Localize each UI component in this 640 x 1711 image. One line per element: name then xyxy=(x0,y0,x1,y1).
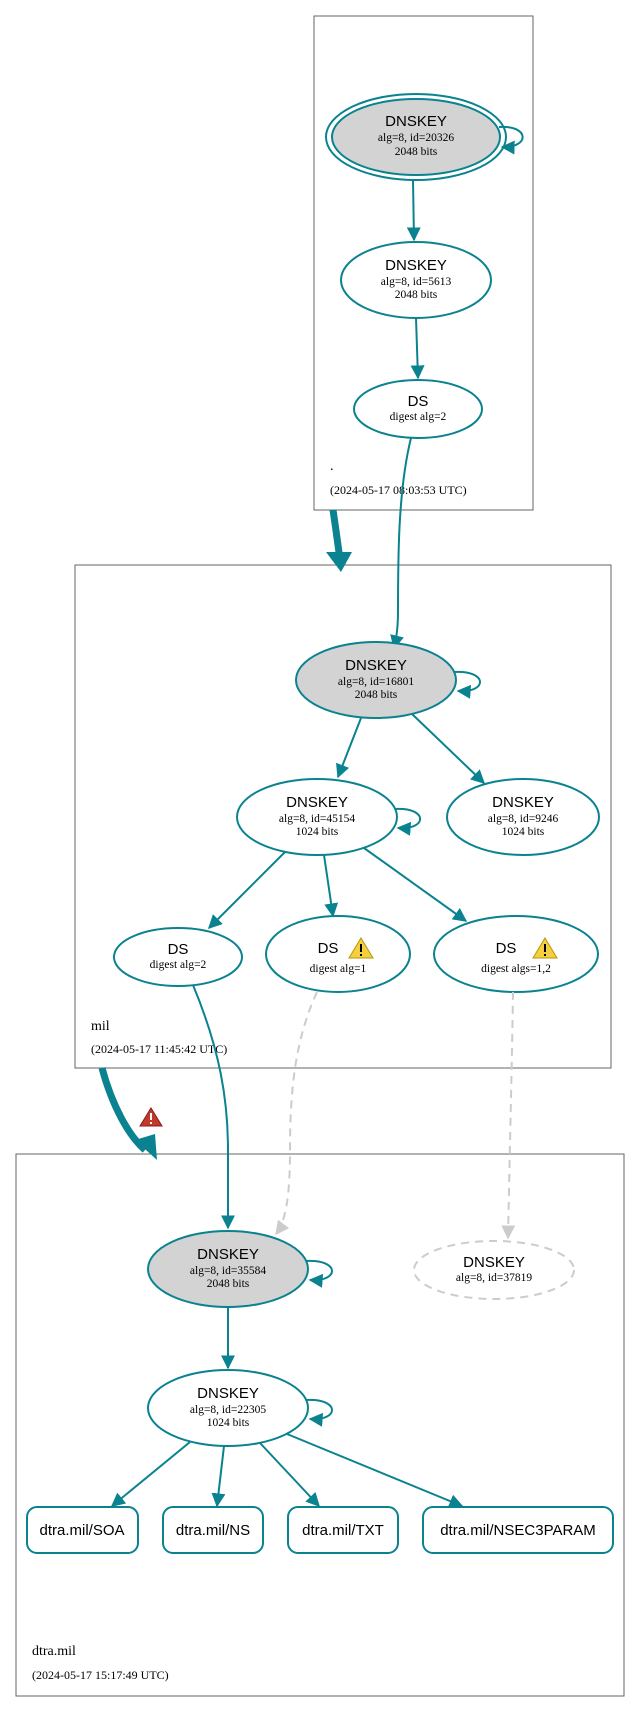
rrset-ns[interactable]: dtra.mil/NS xyxy=(162,1506,264,1554)
mil-ds-c-title: DS xyxy=(496,940,517,957)
dtra-missing-key-node[interactable]: DNSKEY alg=8, id=37819 xyxy=(413,1240,575,1300)
edge-mil-ds-b-to-dtra-ksk xyxy=(275,991,318,1236)
dtra-ksk-line1: alg=8, id=35584 xyxy=(190,1265,266,1277)
mil-ds-b-title: DS xyxy=(318,940,339,957)
dtra-zsk-node[interactable]: DNSKEY alg=8, id=22305 1024 bits xyxy=(147,1369,309,1447)
edge-dtra-zsk-to-ns xyxy=(211,1445,226,1508)
edge-dtra-zsk-to-nsec3param xyxy=(286,1433,464,1508)
dtra-zsk-selfloop xyxy=(305,1398,333,1427)
edge-mil-ksk-to-zsk2 xyxy=(411,713,486,784)
root-zsk-line2: 2048 bits xyxy=(395,289,438,301)
edge-mil-ds-a-to-dtra-ksk xyxy=(192,984,235,1230)
mil-ksk-node[interactable]: DNSKEY alg=8, id=16801 2048 bits xyxy=(295,641,457,719)
mil-zsk2-line1: alg=8, id=9246 xyxy=(488,813,559,825)
edge-root-ds-to-mil-ksk xyxy=(390,437,412,650)
mil-ds-a-node[interactable]: DS digest alg=2 xyxy=(113,927,243,987)
zone-dtra-name: dtra.mil xyxy=(32,1644,76,1659)
error-icon[interactable] xyxy=(139,1107,163,1127)
mil-zsk1-line2: 1024 bits xyxy=(296,826,339,838)
mil-zsk1-node[interactable]: DNSKEY alg=8, id=45154 1024 bits xyxy=(236,778,398,856)
edge-mil-ksk-to-zsk1 xyxy=(336,717,362,779)
mil-ksk-title: DNSKEY xyxy=(345,657,407,674)
mil-ds-a-line1: digest alg=2 xyxy=(150,959,207,971)
delegation-arrowhead-root-to-mil xyxy=(326,552,352,572)
mil-ds-c-node[interactable]: DS digest algs=1,2 xyxy=(433,915,599,993)
edge-dtra-zsk-to-txt xyxy=(259,1442,320,1508)
root-ds-title: DS xyxy=(408,393,429,410)
rrset-soa-label: dtra.mil/SOA xyxy=(39,1522,124,1539)
zone-mil-name: mil xyxy=(91,1019,110,1034)
root-ksk-selfloop xyxy=(498,125,524,155)
edge-dtra-zsk-to-soa xyxy=(110,1441,191,1507)
root-ds-node[interactable]: DS digest alg=2 xyxy=(353,379,483,439)
delegation-arrow-mil-to-dtra xyxy=(98,1067,148,1153)
zone-root-name: . xyxy=(330,459,334,474)
root-zsk-node[interactable]: DNSKEY alg=8, id=5613 2048 bits xyxy=(340,241,492,319)
dtra-zsk-line2: 1024 bits xyxy=(207,1417,250,1429)
mil-ds-a-title: DS xyxy=(168,941,189,958)
mil-ds-c-line1: digest algs=1,2 xyxy=(481,963,551,975)
mil-ds-b-line1: digest alg=1 xyxy=(310,963,367,975)
warning-icon[interactable] xyxy=(348,937,374,959)
dtra-ksk-title: DNSKEY xyxy=(197,1246,259,1263)
mil-zsk1-line1: alg=8, id=45154 xyxy=(279,813,355,825)
mil-zsk2-title: DNSKEY xyxy=(492,794,554,811)
mil-zsk1-selfloop xyxy=(394,807,422,836)
mil-ksk-line2: 2048 bits xyxy=(355,689,398,701)
edge-mil-zsk1-to-ds-b xyxy=(323,854,339,918)
rrset-soa[interactable]: dtra.mil/SOA xyxy=(26,1506,139,1554)
mil-ds-b-node[interactable]: DS digest alg=1 xyxy=(265,915,411,993)
edge-mil-zsk1-to-ds-c xyxy=(363,847,468,922)
rrset-ns-label: dtra.mil/NS xyxy=(176,1522,250,1539)
dtra-missing-line1: alg=8, id=37819 xyxy=(456,1272,532,1284)
edge-root-ksk-to-zsk xyxy=(406,179,421,242)
dtra-zsk-line1: alg=8, id=22305 xyxy=(190,1404,266,1416)
root-ksk-line1: alg=8, id=20326 xyxy=(378,132,454,144)
root-ksk-node[interactable]: DNSKEY alg=8, id=20326 2048 bits xyxy=(325,93,507,181)
warning-icon[interactable] xyxy=(532,937,558,959)
edge-mil-zsk1-to-ds-a xyxy=(208,851,286,929)
rrset-txt[interactable]: dtra.mil/TXT xyxy=(287,1506,399,1554)
root-zsk-line1: alg=8, id=5613 xyxy=(381,276,452,288)
mil-ksk-line1: alg=8, id=16801 xyxy=(338,676,414,688)
root-ds-line1: digest alg=2 xyxy=(390,411,447,423)
root-ksk-title: DNSKEY xyxy=(385,113,447,130)
zone-root-timestamp: (2024-05-17 08:03:53 UTC) xyxy=(330,483,467,497)
edge-root-zsk-to-ds xyxy=(410,317,425,380)
dtra-missing-title: DNSKEY xyxy=(463,1254,525,1271)
dtra-ksk-line2: 2048 bits xyxy=(207,1278,250,1290)
dtra-zsk-title: DNSKEY xyxy=(197,1385,259,1402)
dtra-ksk-selfloop xyxy=(305,1259,333,1288)
zone-mil-timestamp: (2024-05-17 11:45:42 UTC) xyxy=(91,1042,227,1056)
zone-dtra-timestamp: (2024-05-17 15:17:49 UTC) xyxy=(32,1668,169,1682)
root-ksk-line2: 2048 bits xyxy=(395,146,438,158)
mil-zsk1-title: DNSKEY xyxy=(286,794,348,811)
zone-dtra-box xyxy=(15,1153,625,1697)
mil-ksk-selfloop xyxy=(453,670,481,699)
rrset-nsec3param-label: dtra.mil/NSEC3PARAM xyxy=(440,1522,596,1539)
delegation-arrowhead-mil-to-dtra xyxy=(135,1134,157,1160)
root-zsk-title: DNSKEY xyxy=(385,257,447,274)
mil-zsk2-line2: 1024 bits xyxy=(502,826,545,838)
dtra-ksk-node[interactable]: DNSKEY alg=8, id=35584 2048 bits xyxy=(147,1230,309,1308)
rrset-txt-label: dtra.mil/TXT xyxy=(302,1522,384,1539)
edge-mil-ds-c-to-dtra-missing xyxy=(501,991,516,1240)
mil-zsk2-node[interactable]: DNSKEY alg=8, id=9246 1024 bits xyxy=(446,778,600,856)
rrset-nsec3param[interactable]: dtra.mil/NSEC3PARAM xyxy=(422,1506,614,1554)
